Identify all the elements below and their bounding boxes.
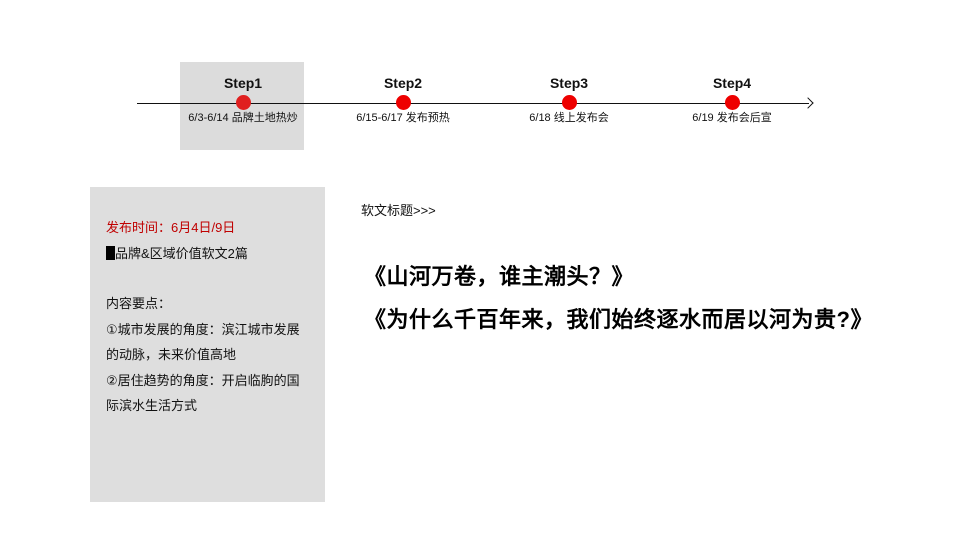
step-date: 6/19 发布会后宣 [692, 112, 772, 124]
timeline-step-4: Step4 6/19 发布会后宣 [642, 74, 822, 125]
timeline-step-1: Step1 6/3-6/14 品牌土地热炒 [153, 74, 333, 125]
step-title: Step3 [549, 75, 589, 91]
article-title-label: 软文标题>>> [361, 203, 436, 218]
point-line: ①城市发展的角度：滨江城市发展 [106, 322, 300, 337]
timeline-axis [137, 103, 809, 104]
point-line: ②居住趋势的角度：开启临朐的国 [106, 373, 300, 388]
bullet-square-icon [106, 246, 115, 260]
publish-time: 发布时间：6月4日/9日 [106, 220, 236, 235]
article-type-text: 品牌&区域价值软文2篇 [115, 246, 248, 261]
article-title-2: 《为什么千百年来，我们始终逐水而居以河为贵?》 [364, 307, 873, 332]
timeline-step-2: Step2 6/15-6/17 发布预热 [313, 74, 493, 125]
article-type: 品牌&区域价值软文2篇 [106, 245, 248, 263]
points-heading: 内容要点： [106, 296, 172, 311]
step-title: Step4 [712, 75, 752, 91]
step-date: 6/18 线上发布会 [529, 112, 609, 124]
info-panel: 发布时间：6月4日/9日 品牌&区域价值软文2篇 内容要点： ①城市发展的角度：… [90, 187, 325, 502]
step-dot-icon [395, 95, 411, 110]
step-title: Step1 [223, 75, 263, 91]
point-line: 的动脉，未来价值高地 [106, 347, 237, 362]
step-date: 6/15-6/17 发布预热 [356, 112, 450, 124]
timeline-step-3: Step3 6/18 线上发布会 [479, 74, 659, 125]
step-title: Step2 [383, 75, 423, 91]
step-dot-icon [561, 95, 577, 110]
step-date: 6/3-6/14 品牌土地热炒 [188, 112, 298, 124]
step-dot-icon [724, 95, 740, 110]
step-dot-icon [235, 95, 251, 110]
point-line: 际滨水生活方式 [106, 398, 198, 413]
article-title-1: 《山河万卷，谁主潮头？》 [364, 264, 635, 289]
